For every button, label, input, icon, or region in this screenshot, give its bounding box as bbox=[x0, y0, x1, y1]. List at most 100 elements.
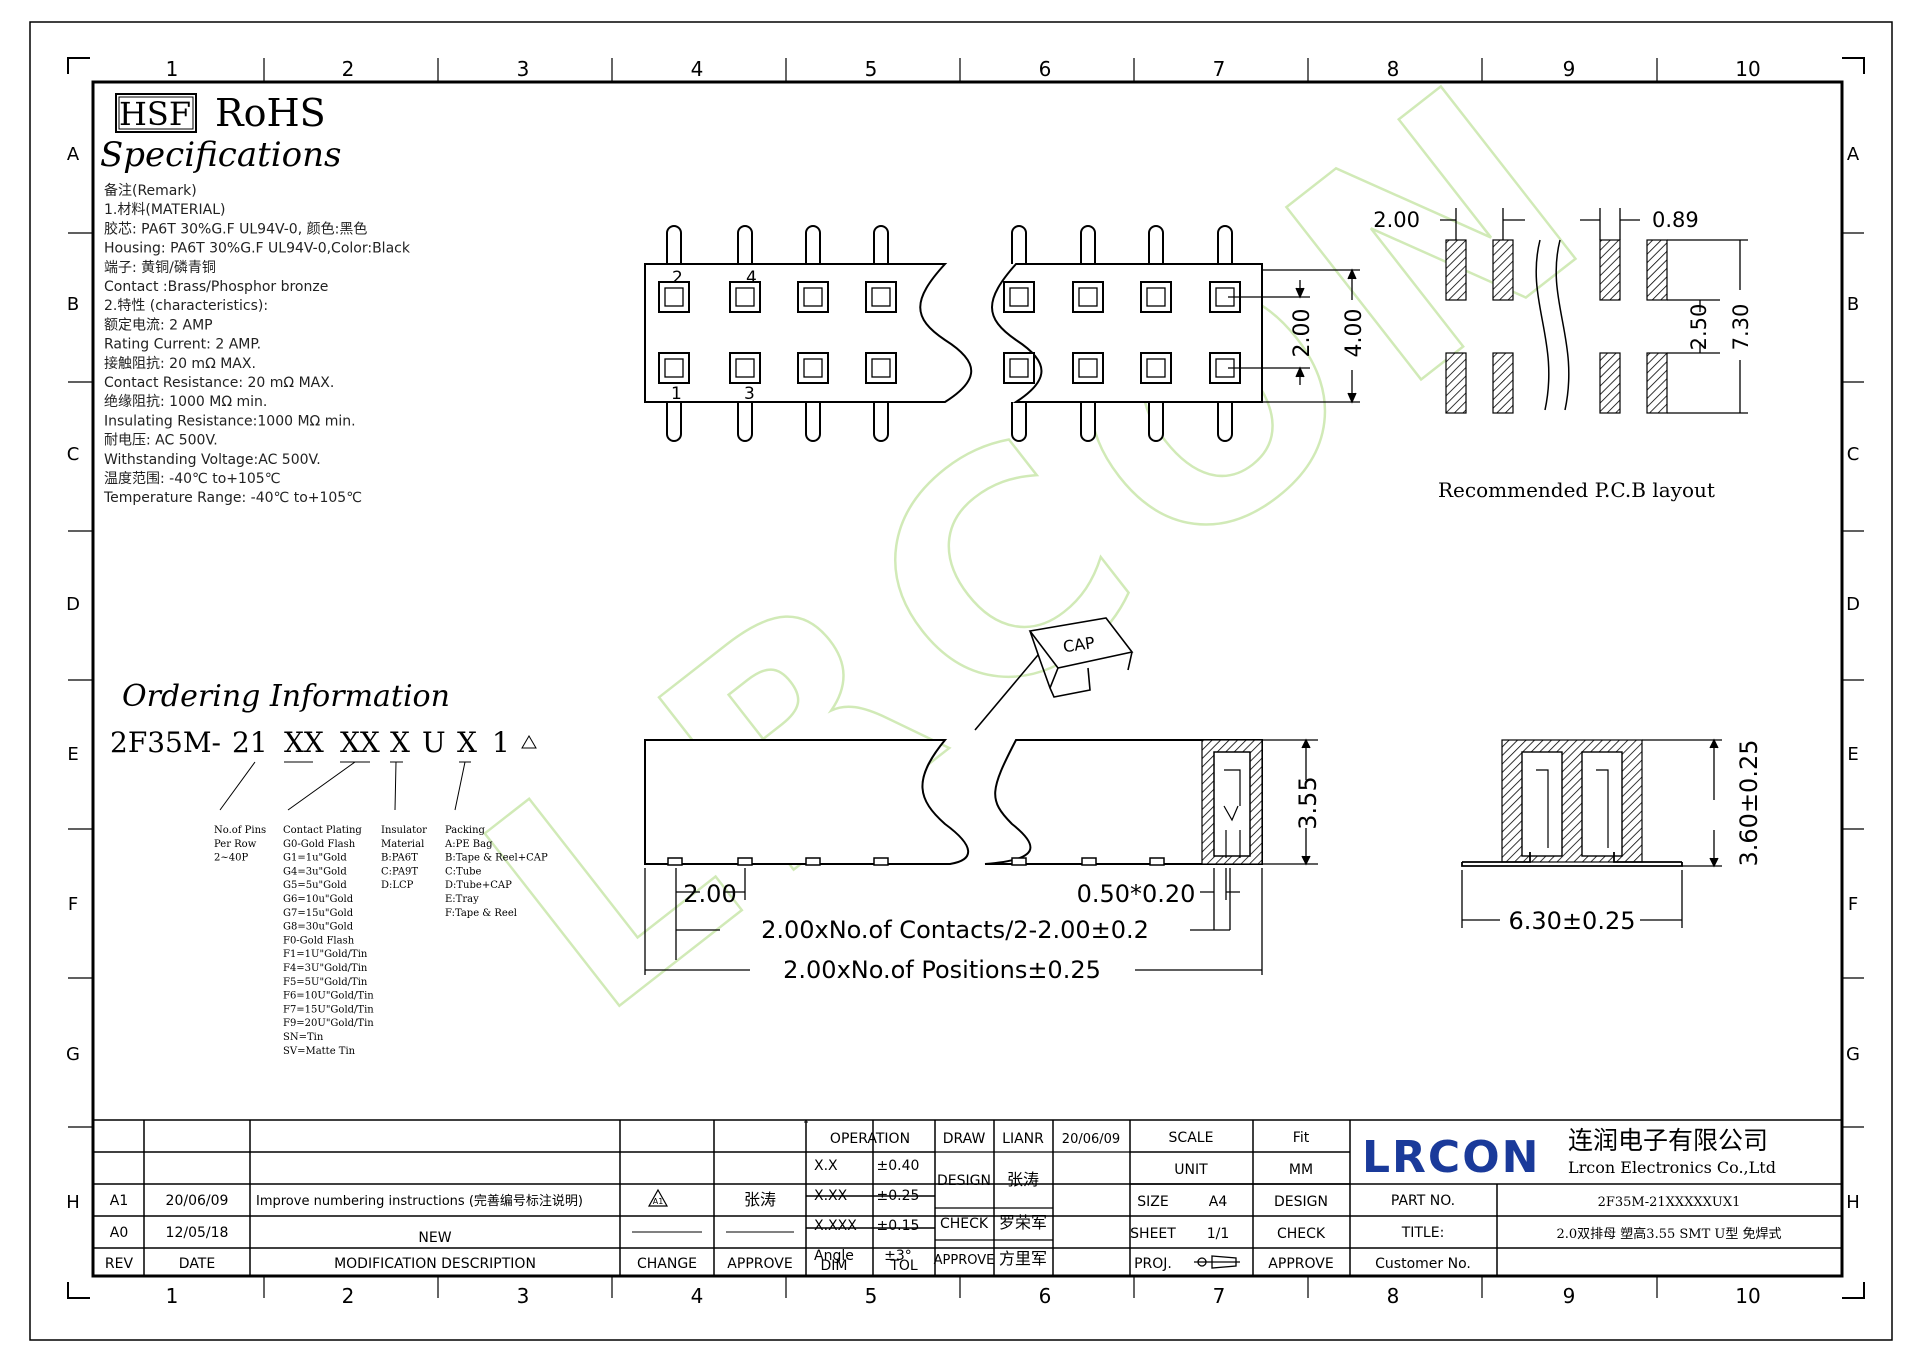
ordering-option: G8=30u"Gold bbox=[283, 922, 354, 933]
company-name-cn: 连润电子有限公司 bbox=[1568, 1126, 1768, 1155]
header-desc: MODIFICATION DESCRIPTION bbox=[334, 1256, 536, 1272]
contact-inner bbox=[664, 287, 684, 307]
column-label: 2 bbox=[342, 57, 355, 81]
remark-line: 1.材料(MATERIAL) bbox=[104, 202, 225, 218]
column-label: 10 bbox=[1735, 57, 1760, 81]
outer-border bbox=[29, 21, 1893, 1341]
signoff-draw-name: LIANR bbox=[1002, 1131, 1044, 1147]
ordering-option: F9=20U"Gold/Tin bbox=[283, 1018, 374, 1029]
top-view-dimensions bbox=[1228, 268, 1360, 404]
info-scale: SCALE bbox=[1169, 1130, 1214, 1146]
remark-line: Rating Current: 2 AMP. bbox=[104, 337, 261, 353]
row-label: A bbox=[1847, 144, 1860, 165]
company-logo: LRCON bbox=[1362, 1132, 1540, 1183]
remark-line: Housing: PA6T 30%G.F UL94V-0,Color:Black bbox=[104, 241, 411, 257]
remark-line: 耐电压: AC 500V. bbox=[104, 433, 218, 449]
ordering-option: G1=1u"Gold bbox=[283, 853, 347, 864]
info-scale-val: Fit bbox=[1293, 1130, 1310, 1146]
remark-line: 温度范围: -40℃ to+105℃ bbox=[104, 470, 280, 487]
ordering-option: SV=Matte Tin bbox=[283, 1046, 356, 1057]
column-label: 5 bbox=[865, 57, 878, 81]
rohs-label: RoHS bbox=[215, 91, 326, 135]
tol-row-tol: ±3° bbox=[884, 1248, 912, 1264]
info-unit: UNIT bbox=[1174, 1162, 1208, 1178]
column-label: 4 bbox=[691, 57, 704, 81]
pcb-dim-overall: 7.30 bbox=[1729, 304, 1753, 351]
contact-inner bbox=[803, 287, 823, 307]
ordering-option: No.of Pins bbox=[214, 825, 266, 836]
pin-upper bbox=[1011, 225, 1027, 264]
pin-upper bbox=[737, 225, 753, 264]
rev-a0-date: 12/05/18 bbox=[166, 1225, 229, 1241]
remarks-list: 备注(Remark)1.材料(MATERIAL)胶芯: PA6T 30%G.F … bbox=[103, 182, 411, 506]
tol-row-dim: X.X bbox=[814, 1158, 838, 1174]
pin-lower bbox=[873, 402, 889, 442]
rev-a0: A0 bbox=[110, 1225, 128, 1241]
signoff-draw: DRAW bbox=[943, 1131, 986, 1147]
contact-inner bbox=[735, 287, 755, 307]
column-label: 8 bbox=[1387, 1284, 1400, 1308]
ordering-option: G4=3u"Gold bbox=[283, 866, 347, 877]
pin-lower bbox=[1148, 402, 1164, 442]
pin-lower bbox=[805, 402, 821, 442]
ordering-code-part: XX bbox=[340, 726, 380, 759]
info-design: DESIGN bbox=[1274, 1194, 1328, 1210]
ordering-code-part: X bbox=[390, 726, 410, 759]
row-label: A bbox=[67, 144, 80, 165]
part-no: 2F35M-21XXXXXUX1 bbox=[1598, 1195, 1741, 1210]
column-label: 7 bbox=[1213, 1284, 1226, 1308]
pcb-caption: Recommended P.C.B layout bbox=[1438, 478, 1715, 502]
signoff-lines bbox=[935, 1151, 1130, 1241]
contact-inner bbox=[1078, 287, 1098, 307]
row-label: E bbox=[1847, 744, 1858, 765]
hsf-label: HSF bbox=[119, 95, 191, 133]
ordering-option: C:Tube bbox=[445, 866, 482, 877]
row-label: F bbox=[1848, 894, 1858, 915]
pin-upper bbox=[1080, 225, 1096, 264]
row-label: B bbox=[67, 294, 79, 315]
column-label: 10 bbox=[1735, 1284, 1760, 1308]
hsf-box bbox=[115, 93, 197, 133]
ordering-option: D:LCP bbox=[381, 880, 414, 891]
info-size-val: A4 bbox=[1209, 1194, 1228, 1210]
ordering-code-part: 21 bbox=[232, 726, 268, 759]
pin-upper bbox=[805, 225, 821, 264]
signoff-draw-date: 20/06/09 bbox=[1062, 1132, 1120, 1147]
pin-label-3: 3 bbox=[744, 384, 755, 404]
side-dim-contacts: 2.00xNo.of Contacts/2-2.00±0.2 bbox=[761, 916, 1149, 944]
tol-row-tol: ±0.40 bbox=[877, 1158, 920, 1174]
column-label: 6 bbox=[1039, 57, 1052, 81]
tol-operation: OPERATION bbox=[830, 1131, 910, 1147]
ordering-option: B:Tape & Reel+CAP bbox=[445, 853, 548, 864]
header-approve: APPROVE bbox=[727, 1256, 792, 1272]
pcb-dim-pad-gap: 2.50 bbox=[1687, 304, 1711, 351]
ordering-option: A:PE Bag bbox=[444, 839, 493, 850]
column-label: 9 bbox=[1563, 57, 1576, 81]
signoff-check: CHECK bbox=[940, 1216, 989, 1232]
row-label: C bbox=[67, 444, 80, 465]
contact-inner bbox=[1009, 358, 1029, 378]
info-check: CHECK bbox=[1277, 1226, 1326, 1242]
side-dim-contact: 0.50*0.20 bbox=[1077, 880, 1196, 908]
specifications-title: Specifications bbox=[100, 135, 341, 175]
end-dim-height: 3.60±0.25 bbox=[1735, 740, 1763, 867]
remark-line: Withstanding Voltage:AC 500V. bbox=[104, 452, 321, 468]
ordering-title: Ordering Information bbox=[122, 679, 450, 714]
ordering-option: B:PA6T bbox=[381, 853, 418, 864]
contact-inner bbox=[871, 358, 891, 378]
ordering-option: F:Tape & Reel bbox=[445, 908, 517, 919]
ordering-option: F6=10U"Gold/Tin bbox=[283, 991, 374, 1002]
cap-drawing bbox=[974, 617, 1134, 731]
ordering-option: G6=10u"Gold bbox=[283, 894, 354, 905]
pin-upper bbox=[1148, 225, 1164, 264]
row-label: G bbox=[1846, 1044, 1860, 1065]
end-view-dimensions bbox=[1461, 738, 1722, 928]
side-view-dimensions bbox=[644, 738, 1318, 975]
header-rev: REV bbox=[105, 1256, 134, 1272]
row-label: D bbox=[66, 594, 80, 615]
